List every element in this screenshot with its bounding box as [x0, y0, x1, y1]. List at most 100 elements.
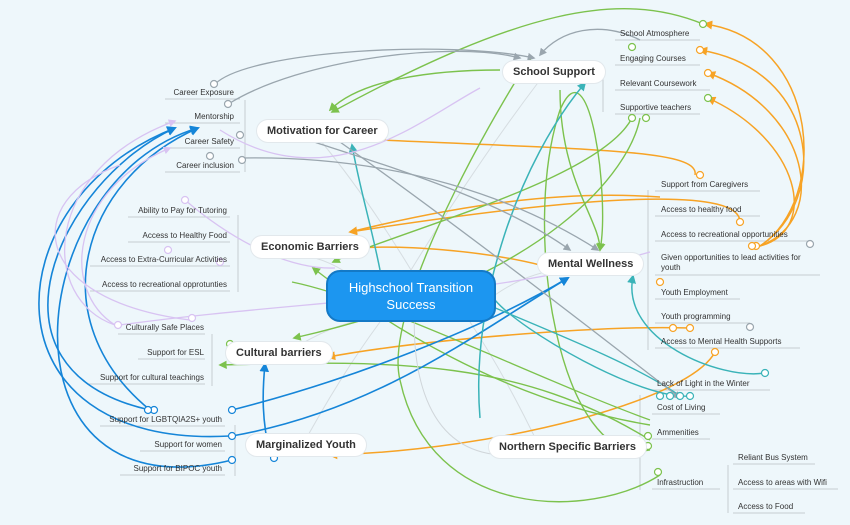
- leaf-access-areas-wifi[interactable]: Access to areas with Wifi: [738, 478, 827, 487]
- leaf-youth-programming[interactable]: Youth programming: [661, 312, 731, 321]
- relation-green: [543, 91, 651, 452]
- connector-dot: [653, 467, 663, 477]
- leaf-ammenities[interactable]: Ammenities: [657, 428, 699, 437]
- connector-dot: [675, 391, 685, 401]
- relation-lavender: [54, 164, 191, 321]
- connector-dot: [227, 455, 237, 465]
- connector-dot: [205, 151, 215, 161]
- leaf-support-lgbtqia2s[interactable]: Support for LGBTQIA2S+ youth: [109, 415, 222, 424]
- relation-orange: [379, 139, 696, 176]
- leaf-school-atmosphere[interactable]: School Atmosphere: [620, 29, 690, 38]
- relation-teal: [478, 81, 587, 419]
- connector-dot: [665, 391, 675, 401]
- leaf-support-from-caregivers[interactable]: Support from Caregivers: [661, 180, 749, 189]
- topic-northern-specific-barriers[interactable]: Northern Specific Barriers: [489, 436, 646, 458]
- connector-dot: [235, 130, 245, 140]
- relation-green: [218, 360, 651, 441]
- connector-dot: [698, 19, 708, 29]
- topic-economic-barriers[interactable]: Economic Barriers: [251, 236, 369, 258]
- relation-orange: [706, 71, 803, 247]
- leaf-supportive-teachers[interactable]: Supportive teachers: [620, 103, 692, 112]
- relation-gray: [307, 139, 572, 251]
- connector-dot: [143, 405, 153, 415]
- topic-cultural-barriers[interactable]: Cultural barriers: [226, 342, 332, 364]
- relation-lavender: [63, 119, 177, 326]
- relation-gray: [214, 48, 536, 85]
- relation-blue: [231, 277, 570, 411]
- connector-dot: [627, 42, 637, 52]
- trunk-line: [299, 321, 381, 451]
- leaf-engaging-courses[interactable]: Engaging Courses: [620, 54, 686, 63]
- leaf-access-to-food[interactable]: Access to Food: [738, 502, 794, 511]
- relation-gray: [339, 141, 682, 399]
- connector-dot: [180, 195, 190, 205]
- leaf-reliant-bus-system[interactable]: Reliant Bus System: [738, 453, 808, 462]
- leaf-culturally-safe-places[interactable]: Culturally Safe Places: [125, 323, 204, 332]
- leaf-support-for-esl[interactable]: Support for ESL: [147, 348, 204, 357]
- relation-green: [559, 89, 605, 252]
- leaf-lack-of-light[interactable]: Lack of Light in the Winter: [657, 379, 750, 388]
- relation-orange: [328, 351, 716, 460]
- connector-dot: [237, 155, 247, 165]
- connector-dot: [223, 99, 233, 109]
- leaf-access-recreational-opportunities[interactable]: Access to recreational opportunities: [661, 230, 788, 239]
- relation-orange: [698, 46, 805, 247]
- leaf-support-for-women[interactable]: Support for women: [154, 440, 222, 449]
- leaf-ability-to-pay-tutoring[interactable]: Ability to Pay for Tutoring: [138, 206, 227, 215]
- trunk-line: [319, 139, 412, 271]
- leaf-support-bipoc[interactable]: Support for BIPOC youth: [133, 464, 223, 473]
- relation-blue: [56, 125, 233, 468]
- connector-dot: [655, 391, 665, 401]
- topic-marginalized-youth[interactable]: Marginalized Youth: [246, 434, 366, 456]
- leaf-access-mental-health-supports[interactable]: Access to Mental Health Supports: [661, 337, 782, 346]
- connector-dot: [227, 431, 237, 441]
- leaf-lead-activities[interactable]: Given opportunities to lead activities f…: [661, 253, 801, 272]
- connector-dot: [113, 320, 123, 330]
- relation-gray: [413, 299, 501, 456]
- leaf-support-cultural-teachings[interactable]: Support for cultural teachings: [99, 373, 204, 382]
- relation-orange: [358, 242, 541, 266]
- connector-dot: [215, 257, 225, 267]
- relation-orange: [706, 96, 795, 247]
- leaf-infrastruction[interactable]: Infrastruction: [657, 478, 704, 487]
- relation-gray: [229, 50, 522, 104]
- relation-lavender: [219, 87, 481, 159]
- connector-dot: [703, 68, 713, 78]
- topic-mental-wellness[interactable]: Mental Wellness: [538, 253, 644, 275]
- connector-dot: [187, 313, 197, 323]
- relation-green: [328, 69, 501, 112]
- leaf-career-exposure[interactable]: Career Exposure: [173, 88, 234, 97]
- connector-dot: [627, 113, 637, 123]
- relation-green: [330, 8, 704, 113]
- connector-dot: [668, 323, 678, 333]
- leaf-career-inclusion[interactable]: Career inclusion: [176, 161, 234, 170]
- leaf-career-safety[interactable]: Career Safety: [184, 137, 234, 146]
- topic-school-support[interactable]: School Support: [503, 61, 605, 83]
- relation-blue: [47, 126, 177, 411]
- relation-orange: [326, 326, 691, 361]
- relation-lavender: [81, 146, 172, 326]
- leaf-cost-of-living[interactable]: Cost of Living: [657, 403, 706, 412]
- connector-dot: [710, 347, 720, 357]
- leaf-access-extra-curricular[interactable]: Access to Extra-Curricular Activities: [100, 255, 227, 264]
- leaf-relevant-coursework[interactable]: Relevant Coursework: [620, 79, 697, 88]
- leaf-access-to-healthy-food[interactable]: Access to healthy food: [661, 205, 742, 214]
- central-topic-line1: Highschool Transition: [348, 280, 474, 295]
- relation-blue: [231, 277, 570, 437]
- connector-dot: [685, 391, 695, 401]
- relation-blue: [38, 126, 231, 438]
- leaf-access-healthy-food[interactable]: Access to Healthy Food: [142, 231, 227, 240]
- relation-teal: [627, 274, 766, 375]
- relation-orange: [349, 194, 661, 233]
- connector-dot: [760, 368, 770, 378]
- connector-dot: [641, 113, 651, 123]
- leaf-mentorship[interactable]: Mentorship: [194, 112, 234, 121]
- relation-blue: [84, 126, 200, 411]
- leaf-youth-employment[interactable]: Youth Employment: [661, 288, 728, 297]
- topic-motivation-for-career[interactable]: Motivation for Career: [257, 120, 388, 142]
- connector-dot: [747, 241, 757, 251]
- leaf-access-recreational-opprotunties[interactable]: Access to recreational opprotunties: [102, 280, 227, 289]
- connector-dot: [227, 405, 237, 415]
- connector-dot: [695, 170, 705, 180]
